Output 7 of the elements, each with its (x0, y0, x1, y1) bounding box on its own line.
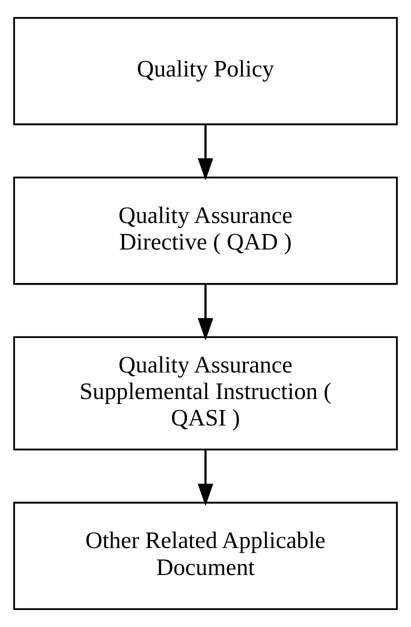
arrow (198, 284, 214, 340)
node-box: Quality Policy (13, 17, 398, 126)
node-box: Quality Assurance Supplemental Instruction ( QASI ) (13, 336, 398, 450)
node-box: Quality Assurance Directive ( QAD ) (13, 176, 398, 285)
node-box: Other Related Applicable Document (13, 502, 398, 610)
arrow (198, 450, 214, 506)
arrow (198, 124, 214, 180)
